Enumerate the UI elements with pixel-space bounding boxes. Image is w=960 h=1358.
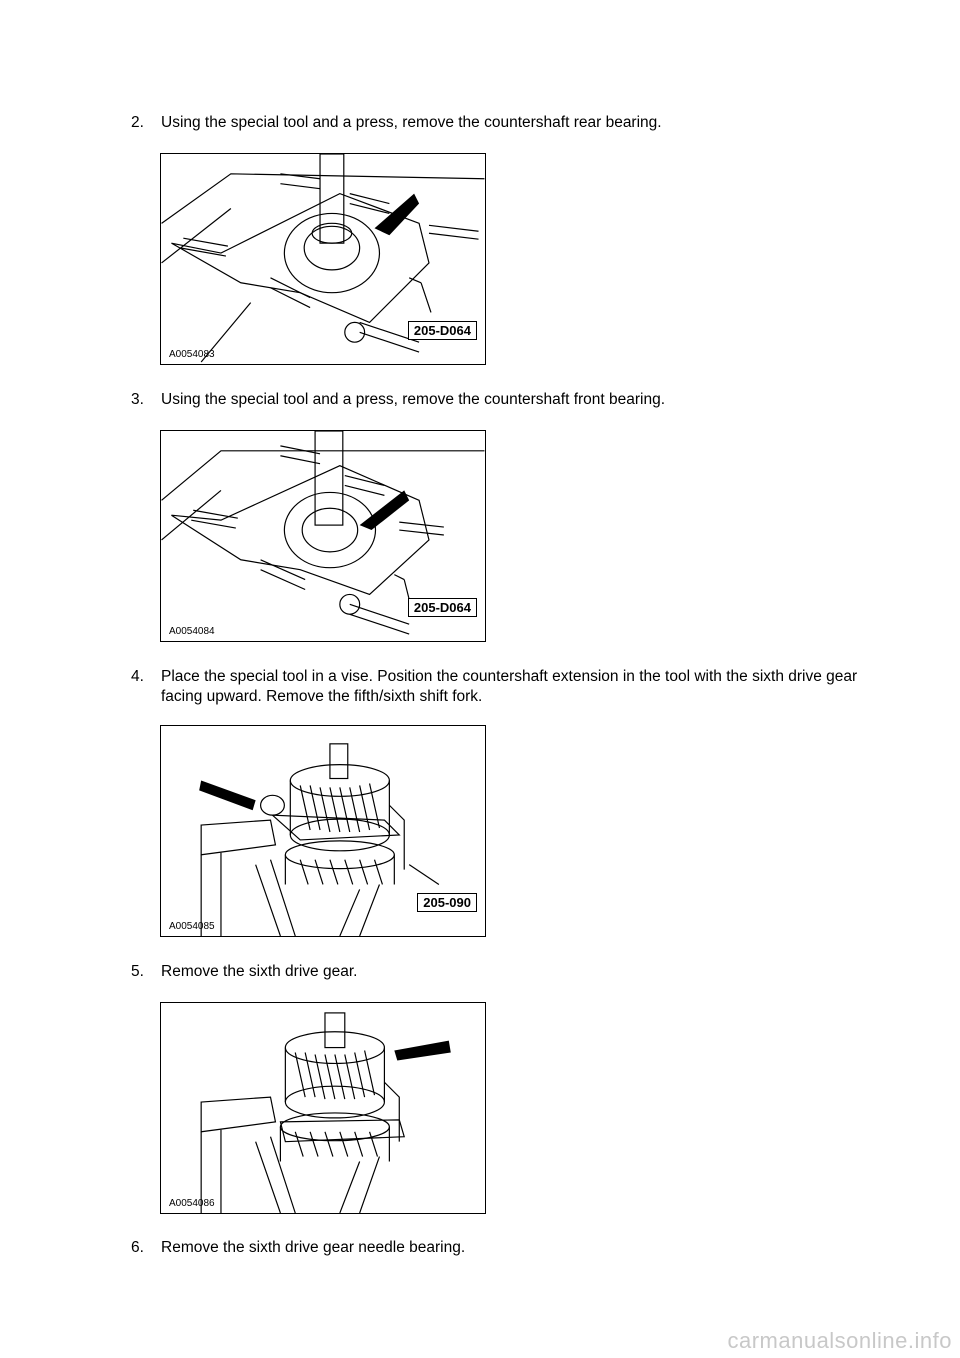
figure-id: A0054085	[169, 921, 215, 932]
bearing-press-illustration	[161, 431, 485, 635]
figure-id: A0054083	[169, 349, 215, 360]
watermark: carmanualsonline.info	[727, 1328, 952, 1353]
step-number: 6.	[131, 1239, 144, 1256]
step-text: Place the special tool in a vise. Positi…	[161, 668, 858, 705]
bearing-press-illustration	[161, 154, 485, 363]
figure-shift-fork-removal: A0054085 205-090	[160, 725, 486, 937]
step-2: 2. Using the special tool and a press, r…	[131, 113, 860, 133]
step-5: 5. Remove the sixth drive gear.	[131, 962, 860, 982]
tool-callout: 205-D064	[407, 598, 477, 617]
step-text: Using the special tool and a press, remo…	[161, 114, 662, 131]
tool-callout: 205-D064	[407, 321, 477, 340]
gear-vise-illustration	[200, 1012, 451, 1213]
step-text: Using the special tool and a press, remo…	[161, 391, 666, 408]
step-text: Remove the sixth drive gear needle beari…	[161, 1239, 466, 1256]
step-3: 3. Using the special tool and a press, r…	[131, 390, 860, 410]
gear-vise-illustration	[199, 743, 440, 936]
step-number: 5.	[131, 963, 144, 980]
step-4: 4. Place the special tool in a vise. Pos…	[131, 667, 860, 707]
figure-id: A0054086	[169, 1198, 215, 1209]
figure-front-bearing-removal: A0054084 205-D064	[160, 430, 486, 642]
step-number: 3.	[131, 391, 144, 408]
step-text: Remove the sixth drive gear.	[161, 963, 358, 980]
tool-callout: 205-090	[417, 893, 477, 912]
figure-id: A0054084	[169, 626, 215, 637]
figure-rear-bearing-removal: A0054083 205-D064	[160, 153, 486, 365]
step-6: 6. Remove the sixth drive gear needle be…	[131, 1238, 860, 1258]
figure-sixth-gear-removal: A0054086	[160, 1002, 486, 1214]
step-number: 4.	[131, 668, 144, 685]
step-number: 2.	[131, 114, 144, 131]
